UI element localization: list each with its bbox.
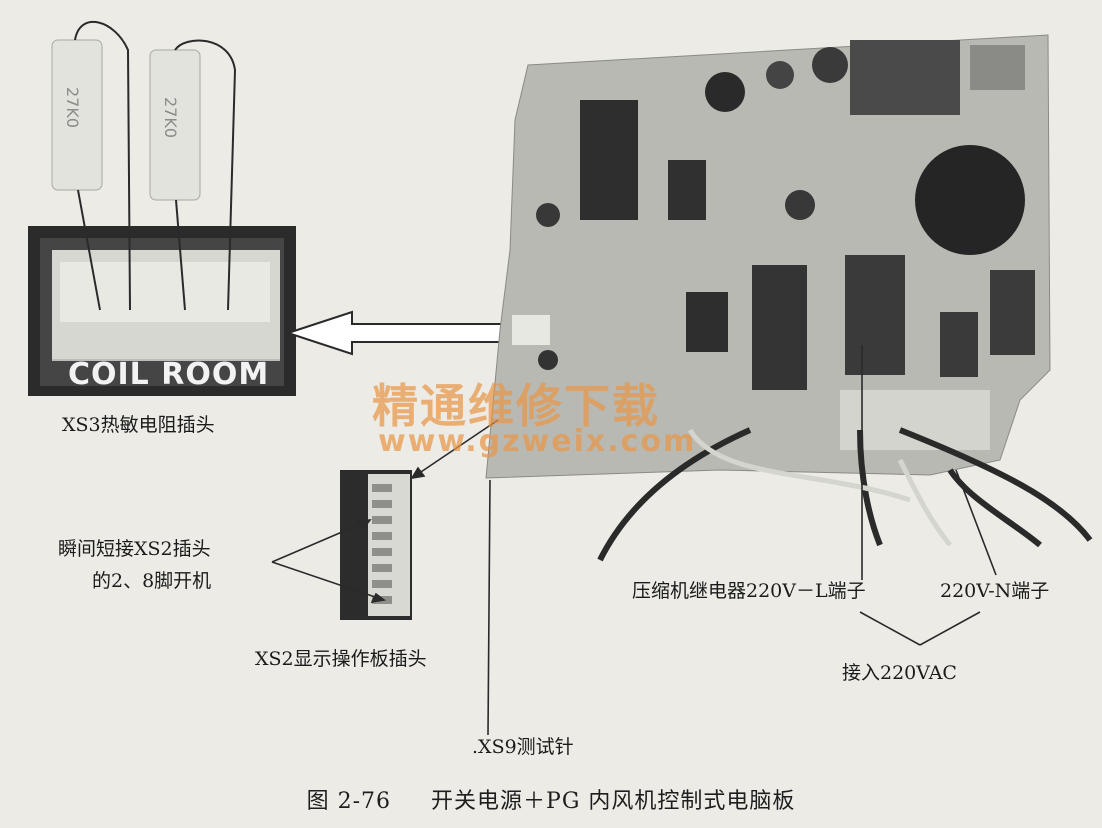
resistor-left-marking: 27K0 [63,86,83,129]
leader-lines [271,345,997,736]
resistor-right-marking: 27K0 [161,96,181,139]
xs2-connector-photo [340,470,412,620]
resistor-right [149,39,237,311]
light-wires [687,428,952,547]
figure-title: 开关电源＋PG 内风机控制式电脑板 [431,789,796,814]
figure-caption: 图 2-76 开关电源＋PG 内风机控制式电脑板 [0,783,1102,815]
watermark-url: www.gzweix.com [378,424,697,459]
xs3-connector-photo [28,226,296,396]
short-instruction-line1: 瞬间短接XS2插头 [58,538,211,560]
relay-l-terminal-label: 压缩机继电器220V－L端子 [632,580,866,602]
watermark-site-name: 精通维修下载 [372,379,660,433]
ac-input-label: 接入220VAC [842,662,957,684]
resistor-left [51,20,131,311]
figure-number: 图 2-76 [306,789,392,814]
xs3-label: XS3热敏电阻插头 [62,414,215,436]
n-terminal-label: 220V-N端子 [940,580,1050,602]
coil-room-silkscreen: COIL ROOM [68,357,270,392]
xs9-label: .XS9测试针 [472,736,574,758]
xs3-pointer-arrow [284,310,513,356]
pcb-board [485,34,1051,479]
short-instruction-line2: 的2、8脚开机 [92,570,212,592]
xs2-label: XS2显示操作板插头 [255,648,427,670]
power-wires [597,427,1093,562]
